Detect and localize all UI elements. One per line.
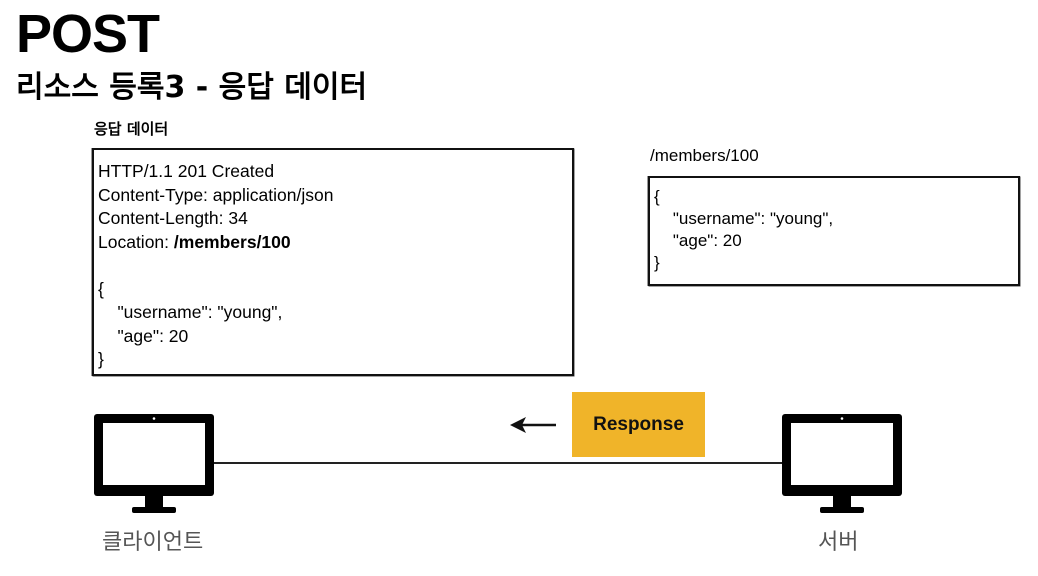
http-line: } — [98, 349, 104, 369]
http-line: { — [98, 278, 104, 299]
server-monitor-icon — [782, 414, 902, 513]
connection-line — [210, 462, 784, 464]
client-monitor-icon — [94, 414, 214, 513]
http-line — [98, 254, 572, 278]
resource-json-box: { "username": "young", "age": 20 } — [648, 176, 1020, 286]
arrow-left-icon — [510, 417, 556, 433]
resource-line: "age": 20 — [654, 231, 742, 250]
http-line: "username": "young", — [98, 302, 283, 322]
resource-line: "username": "young", — [654, 209, 834, 228]
page-subtitle: 리소스 등록3 - 응답 데이터 — [16, 70, 368, 105]
http-line: Content-Length: 34 — [98, 208, 248, 228]
http-line: HTTP/1.1 201 Created — [98, 161, 275, 181]
http-response-box: HTTP/1.1 201 Created Content-Type: appli… — [92, 148, 574, 376]
response-data-label: 응답 데이터 — [94, 120, 169, 138]
location-header-value: /members/100 — [173, 231, 291, 252]
server-label: 서버 — [818, 530, 859, 555]
http-line: "age": 20 — [98, 325, 189, 346]
resource-line: { — [654, 187, 660, 206]
resource-line: } — [654, 253, 660, 272]
http-line: Content-Type: application/json — [98, 184, 334, 205]
response-badge: Response — [572, 392, 705, 457]
http-location-line: Location: /members/100 — [98, 231, 572, 255]
client-label: 클라이언트 — [102, 530, 204, 555]
resource-path-label: /members/100 — [650, 146, 759, 165]
location-header-name: Location: — [98, 231, 174, 252]
page-title: POST — [16, 4, 160, 64]
